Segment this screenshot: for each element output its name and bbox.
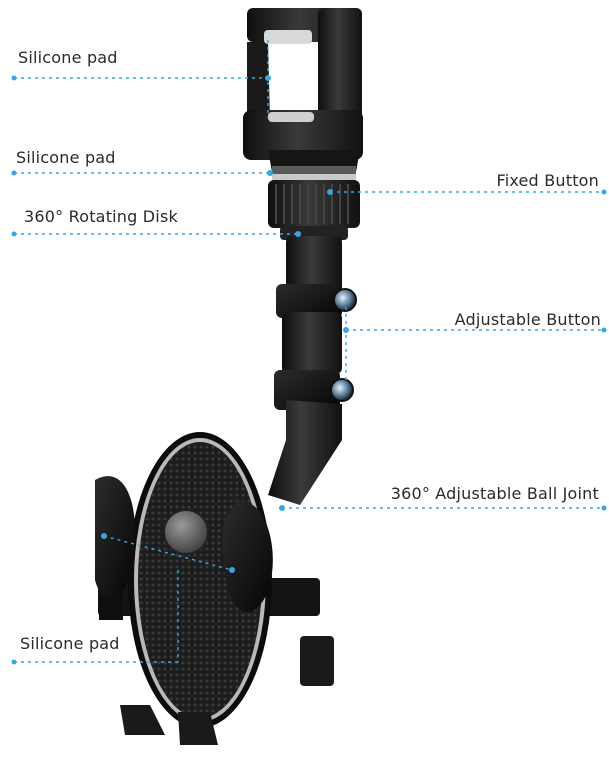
adjustable-arm xyxy=(268,236,356,505)
label-adjustable-button: Adjustable Button xyxy=(455,310,601,329)
label-fixed-button: Fixed Button xyxy=(496,171,599,190)
label-ball-joint: 360° Adjustable Ball Joint xyxy=(391,484,599,503)
label-silicone-pad-bottom: Silicone pad xyxy=(20,634,120,653)
label-silicone-pad-top: Silicone pad xyxy=(18,48,118,67)
rotating-disk xyxy=(268,166,360,240)
label-rotating-disk: 360° Rotating Disk xyxy=(24,207,178,226)
label-silicone-pad-middle: Silicone pad xyxy=(16,148,116,167)
top-clamp xyxy=(243,8,363,172)
